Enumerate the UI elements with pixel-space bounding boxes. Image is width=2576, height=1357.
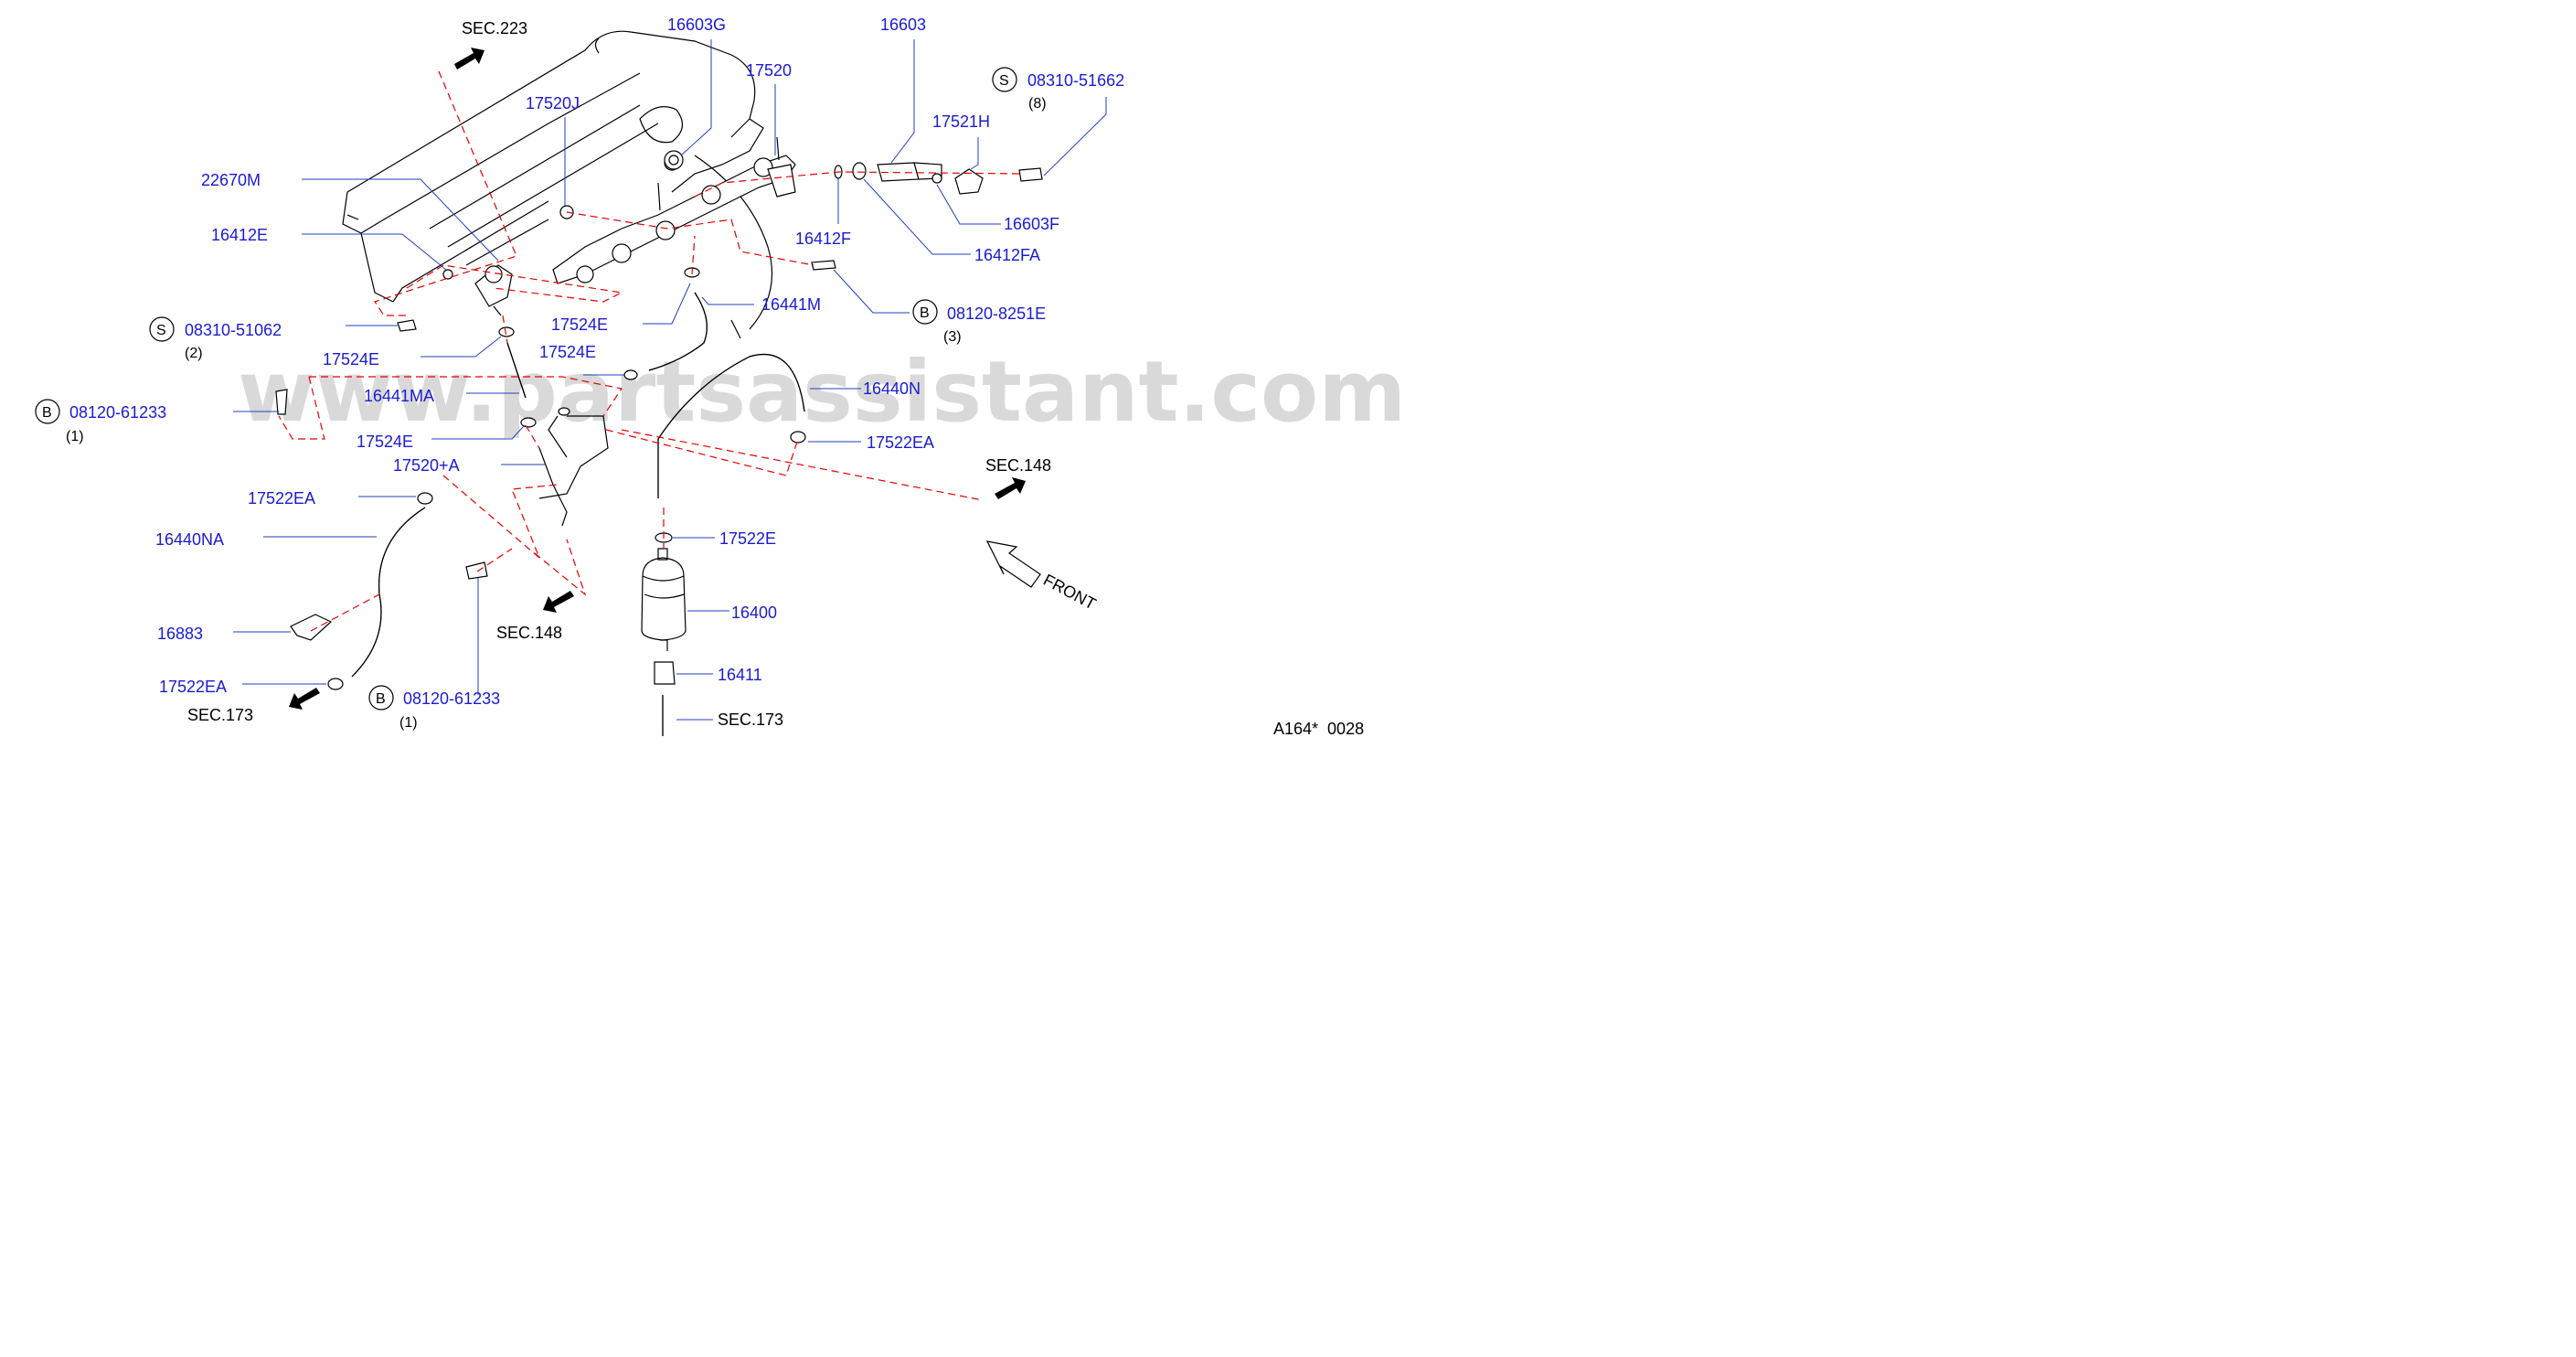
- section-ref-sec148-right: SEC.148: [985, 456, 1051, 475]
- section-ref-sec173-bottom: SEC.173: [718, 711, 783, 729]
- gasket-ring-inner-drawing: [668, 155, 679, 166]
- section-ref-sec148-bottom: SEC.148: [496, 624, 562, 642]
- label-17524E-b: 17524E: [323, 350, 379, 369]
- label-22670M: 22670M: [201, 171, 261, 189]
- fastener-b3-circle: [368, 685, 394, 711]
- arrow-sec223-icon: [454, 48, 484, 69]
- label-16441M: 16441M: [761, 295, 821, 314]
- label-16441MA: 16441MA: [364, 387, 434, 405]
- fastener-b3: B 08120-61233 (1): [368, 685, 500, 731]
- label-17520: 17520: [746, 61, 792, 80]
- fastener-b1-prefix: B: [920, 305, 930, 321]
- fuel-injector-drawing: [834, 162, 1043, 195]
- fastener-b3-qty: (1): [399, 715, 418, 731]
- label-17524E-d: 17524E: [357, 433, 413, 451]
- leader-lines: [233, 39, 1107, 721]
- front-arrow-icon: [985, 540, 1041, 588]
- label-17522E: 17522E: [719, 529, 776, 548]
- engine-intake-manifold-drawing: [342, 30, 773, 339]
- label-16440NA: 16440NA: [155, 530, 224, 549]
- arrow-sec173-icon: [289, 688, 320, 710]
- fastener-b2: B 08120-61233 (1): [35, 399, 166, 444]
- fuel-filter-drawing: [641, 548, 687, 651]
- fastener-s2-qty: (2): [185, 346, 203, 361]
- label-17521H: 17521H: [932, 112, 990, 131]
- label-17524E-a: 17524E: [551, 315, 608, 334]
- section-arrows: [289, 48, 1041, 710]
- fastener-b3-prefix: B: [376, 691, 386, 707]
- fastener-b2-prefix: B: [42, 405, 52, 421]
- fastener-s1-circle: [992, 67, 1017, 92]
- dashed-connection-lines: [278, 70, 1023, 632]
- fuel-system-diagram: www.partsassistant.com: [35, 16, 1406, 738]
- label-16603: 16603: [880, 16, 926, 34]
- fastener-b1-number: 08120-8251E: [947, 305, 1046, 323]
- fastener-b1: B 08120-8251E (3): [912, 299, 1046, 345]
- label-17520A: 17520+A: [393, 456, 460, 475]
- fastener-b1-circle: [912, 299, 938, 325]
- diagram-code: A164* 0028: [1273, 720, 1364, 738]
- fastener-s1-qty: (8): [1028, 96, 1047, 112]
- label-17524E-c: 17524E: [539, 343, 596, 361]
- fastener-s1: S 08310-51662 (8): [992, 67, 1124, 112]
- label-17520J: 17520J: [526, 94, 580, 112]
- label-16603F: 16603F: [1004, 215, 1059, 233]
- fastener-s2: S 08310-51062 (2): [149, 316, 282, 361]
- label-16440N: 16440N: [863, 379, 921, 398]
- fastener-s1-prefix: S: [999, 73, 1009, 89]
- label-16412F: 16412F: [795, 230, 851, 248]
- watermark-text: www.partsassistant.com: [238, 343, 1406, 441]
- fastener-b2-number: 08120-61233: [69, 403, 166, 422]
- fastener-s2-prefix: S: [156, 323, 166, 338]
- fuel-rail-drawing: [552, 118, 796, 284]
- fastener-b2-qty: (1): [66, 429, 84, 444]
- label-17522EA-a: 17522EA: [867, 433, 934, 452]
- label-16603G: 16603G: [667, 16, 726, 34]
- pressure-regulator-drawing: [442, 264, 513, 316]
- label-16412E: 16412E: [211, 226, 268, 244]
- label-16883: 16883: [157, 625, 203, 643]
- label-16412FA: 16412FA: [974, 246, 1040, 264]
- section-ref-sec173-left: SEC.173: [187, 706, 253, 724]
- fastener-s1-number: 08310-51662: [1027, 71, 1124, 90]
- label-16400: 16400: [731, 604, 777, 622]
- arrow-sec148-bottom-icon: [543, 591, 574, 613]
- fastener-b1-qty: (3): [943, 329, 962, 345]
- fastener-b2-circle: [35, 399, 60, 424]
- arrow-sec148-right-icon: [995, 477, 1026, 499]
- label-17522EA-c: 17522EA: [159, 678, 227, 696]
- section-ref-sec223: SEC.223: [462, 19, 527, 37]
- bolt-drawings: [275, 260, 836, 580]
- fastener-s2-circle: [149, 316, 175, 342]
- label-17522EA-b: 17522EA: [248, 489, 315, 508]
- fastener-s2-number: 08310-51062: [185, 321, 282, 339]
- label-16411: 16411: [718, 666, 762, 684]
- fastener-b3-number: 08120-61233: [403, 689, 500, 708]
- front-direction-label: FRONT: [1040, 571, 1099, 614]
